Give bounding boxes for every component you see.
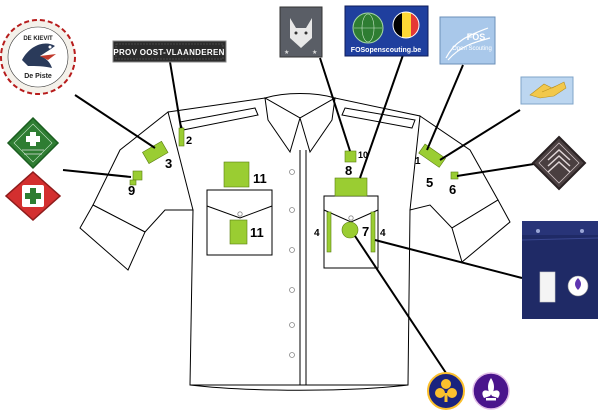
line-world-badge — [354, 235, 447, 374]
wolf-icon — [290, 18, 312, 48]
placement-11-pocket — [229, 219, 248, 245]
fos-logo-line1: FOS — [467, 32, 486, 42]
connector-lines — [62, 54, 535, 374]
shirt-hem — [189, 384, 409, 391]
svg-text:★: ★ — [312, 49, 317, 56]
cross-icon — [26, 132, 40, 146]
num-8: 8 — [345, 163, 352, 178]
svg-text:★: ★ — [284, 49, 289, 56]
placement-1 — [418, 143, 446, 168]
line-green-badge — [62, 169, 132, 178]
line-wolf — [319, 57, 351, 152]
right-epaulette — [341, 107, 416, 129]
num-7: 7 — [362, 224, 369, 239]
chevron-badge — [531, 135, 587, 191]
left-epaulette — [179, 107, 259, 131]
wolf-badge: ★★ — [279, 6, 323, 58]
placement-4-left — [326, 211, 332, 253]
placement-7 — [341, 221, 359, 239]
fos-logo-line2: Open Scouting — [452, 46, 492, 52]
red-diamond-badge — [4, 170, 62, 222]
fleur-de-lis-icon — [482, 378, 500, 401]
wosm-badge — [472, 372, 510, 410]
placements — [129, 127, 459, 253]
line-neckerchief — [374, 239, 523, 279]
collar-left — [264, 97, 301, 154]
totem-line1: DE KIEVIT — [23, 36, 53, 42]
num-10: 10 — [358, 150, 368, 160]
collar-right — [299, 97, 336, 154]
fos-website-badge: FOSopenscouting.be — [344, 5, 429, 57]
handshake-badge — [520, 76, 574, 105]
wagggs-badge — [427, 372, 465, 410]
chevron-icon — [547, 148, 571, 173]
num-5: 5 — [426, 175, 433, 190]
line-province — [169, 61, 182, 129]
num-2: 2 — [186, 135, 192, 147]
bird-icon — [22, 43, 56, 68]
globe-icon — [354, 13, 382, 43]
placement-9b — [129, 179, 137, 186]
trefoil-icon — [435, 379, 457, 402]
right-pocket-flap — [323, 195, 379, 223]
placement-9 — [132, 170, 143, 181]
num-4-left: 4 — [314, 228, 320, 239]
placement-numbers: 2 3 9 11 11 10 8 4 7 4 1 5 6 — [128, 135, 456, 240]
belgian-flag-icon — [392, 11, 420, 39]
line-chevron — [456, 163, 535, 177]
red-cross-icon — [25, 188, 41, 204]
placement-4-right — [370, 211, 376, 253]
neckerchief-photo — [521, 221, 599, 319]
green-diamond-badge — [6, 116, 60, 170]
collar-band — [264, 93, 336, 99]
totem-badge: DE KIEVIT De Piste — [0, 19, 76, 95]
num-9: 9 — [128, 183, 135, 198]
handshake-icon — [529, 81, 567, 99]
shirt-body — [149, 97, 441, 386]
num-11-pocket: 11 — [250, 225, 264, 240]
num-4-right: 4 — [380, 228, 386, 239]
left-pocket-flap — [206, 189, 273, 219]
num-11-chest: 11 — [253, 171, 267, 186]
fos-swirl-icon — [445, 27, 491, 61]
num-1: 1 — [415, 156, 421, 167]
shirt-buttons — [237, 169, 354, 358]
line-totem — [74, 94, 156, 149]
line-fos-logo — [426, 64, 464, 151]
placement-10 — [344, 150, 357, 163]
shirt-outline — [79, 93, 511, 391]
left-cuff — [79, 204, 146, 271]
placement-11-chest — [223, 161, 250, 188]
fos-logo-badge: FOS Open Scouting — [439, 16, 496, 65]
woggle-fleur-icon — [567, 275, 589, 297]
num-6: 6 — [449, 182, 456, 197]
placement-8 — [334, 177, 368, 197]
num-3: 3 — [165, 156, 172, 171]
fos-website-text: FOSopenscouting.be — [351, 47, 421, 54]
province-strip: PROV OOST-VLAANDEREN — [112, 40, 227, 63]
placement-2 — [178, 127, 185, 147]
line-handshake — [439, 109, 521, 161]
line-fos-site — [359, 54, 404, 179]
province-text: PROV OOST-VLAANDEREN — [113, 48, 224, 57]
totem-line2: De Piste — [24, 73, 52, 80]
